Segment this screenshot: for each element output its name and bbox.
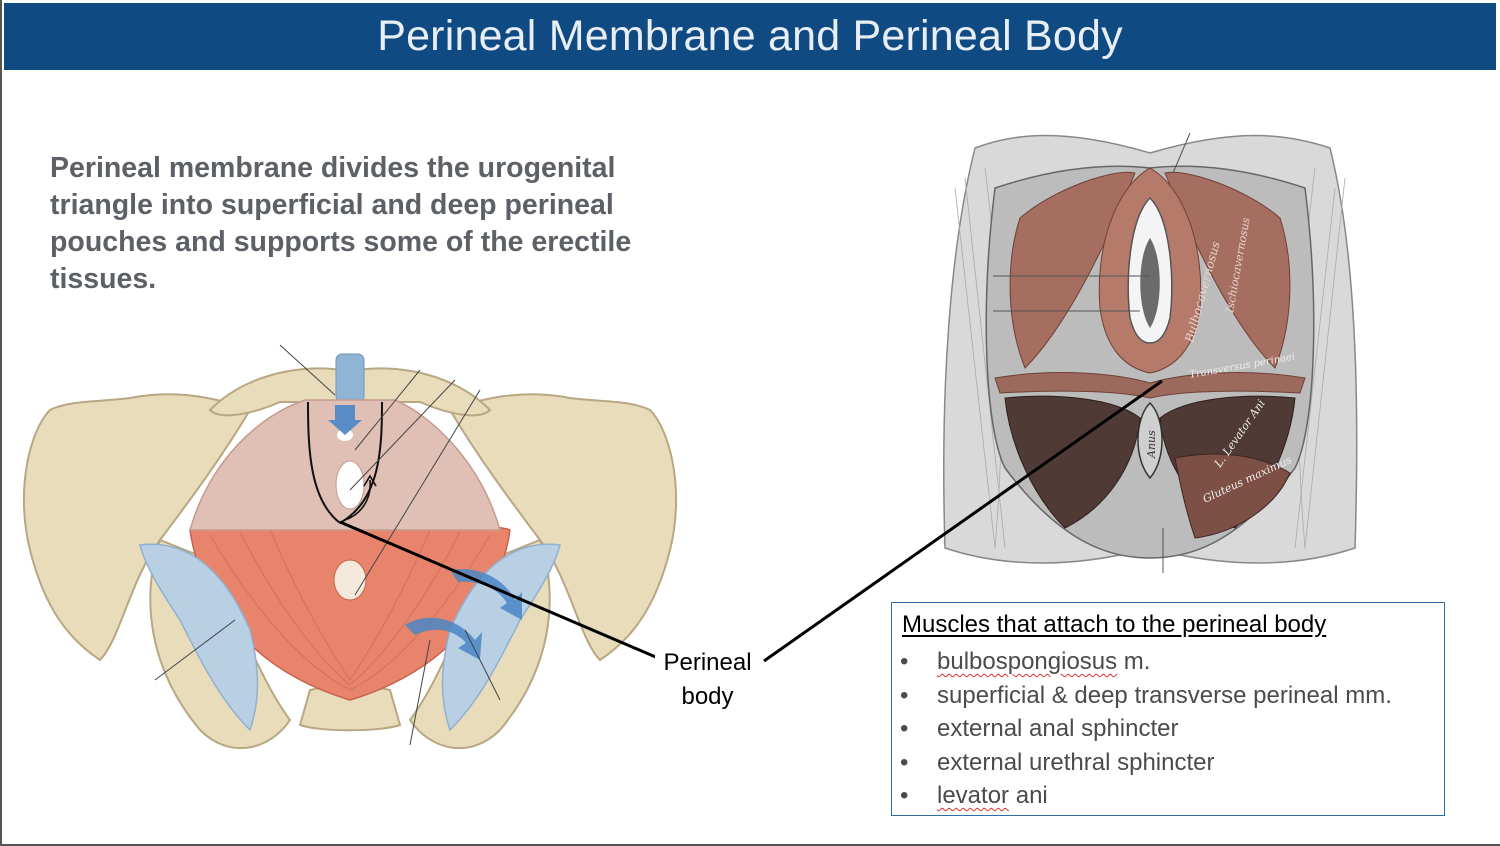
perineal-body-label: Perineal body: [655, 646, 760, 714]
title-bar: Perineal Membrane and Perineal Body: [4, 3, 1496, 70]
list-item-text: external urethral sphincter: [937, 748, 1215, 776]
gluteus-maximus-muscle: [1174, 453, 1291, 539]
pubic-symphysis: [335, 353, 365, 403]
bullet-icon: •: [900, 681, 909, 709]
muscle-list: • bulbospongiosus m. • superficial & deep …: [900, 645, 1392, 813]
right-ischiocavernosus: [1164, 171, 1291, 369]
curved-arrow-icon: [344, 479, 371, 521]
blue-arrow-icon: [328, 405, 362, 435]
slide-frame-bottom: [0, 844, 1500, 846]
left-ischiocavernosus: [1009, 171, 1136, 369]
list-item: • superficial & deep transverse perineal …: [900, 679, 1392, 713]
intro-text: Perineal membrane divides the urogenital…: [50, 152, 632, 295]
list-item: • external anal sphincter: [900, 712, 1392, 746]
list-item: • bulbospongiosus m.: [900, 645, 1392, 679]
list-item-text: m.: [1117, 648, 1151, 675]
list-item-text: external anal sphincter: [937, 715, 1179, 742]
membrane-outline-right: [339, 401, 383, 524]
perineal-body-label-line2: body: [681, 683, 734, 710]
right-leader-lines: [993, 132, 1191, 573]
list-item-squiggle: bulbospongiosus: [937, 648, 1118, 675]
list-item: • levator ani: [900, 779, 1392, 813]
bullet-icon: •: [900, 782, 909, 809]
pelvis-illustration: [22, 344, 678, 749]
perineal-body-label-line1: Perineal: [663, 649, 752, 676]
bullet-icon: •: [900, 715, 909, 742]
muscle-list-box: Muscles that attach to the perineal body…: [891, 602, 1445, 816]
list-item-squiggle: levator: [937, 782, 1010, 809]
anal-opening: [333, 559, 367, 601]
bullet-icon: •: [900, 748, 909, 776]
vaginal-opening: [335, 460, 365, 510]
list-item-text: superficial & deep transverse perineal m…: [937, 681, 1392, 709]
left-ligament: [139, 543, 259, 732]
muscle-list-heading: Muscles that attach to the perineal body: [902, 611, 1327, 638]
membrane-outline-left: [307, 401, 341, 524]
slide-title: Perineal Membrane and Perineal Body: [377, 12, 1123, 60]
perineum-illustration: Bulbocavernosus Ischiocavernosus Transve…: [943, 132, 1358, 573]
list-item: • external urethral sphincter: [900, 746, 1392, 780]
bullet-icon: •: [900, 648, 909, 675]
list-item-text: ani: [1009, 782, 1048, 809]
label-anus: Anus: [1145, 430, 1158, 459]
slide-frame-left: [0, 0, 2, 846]
